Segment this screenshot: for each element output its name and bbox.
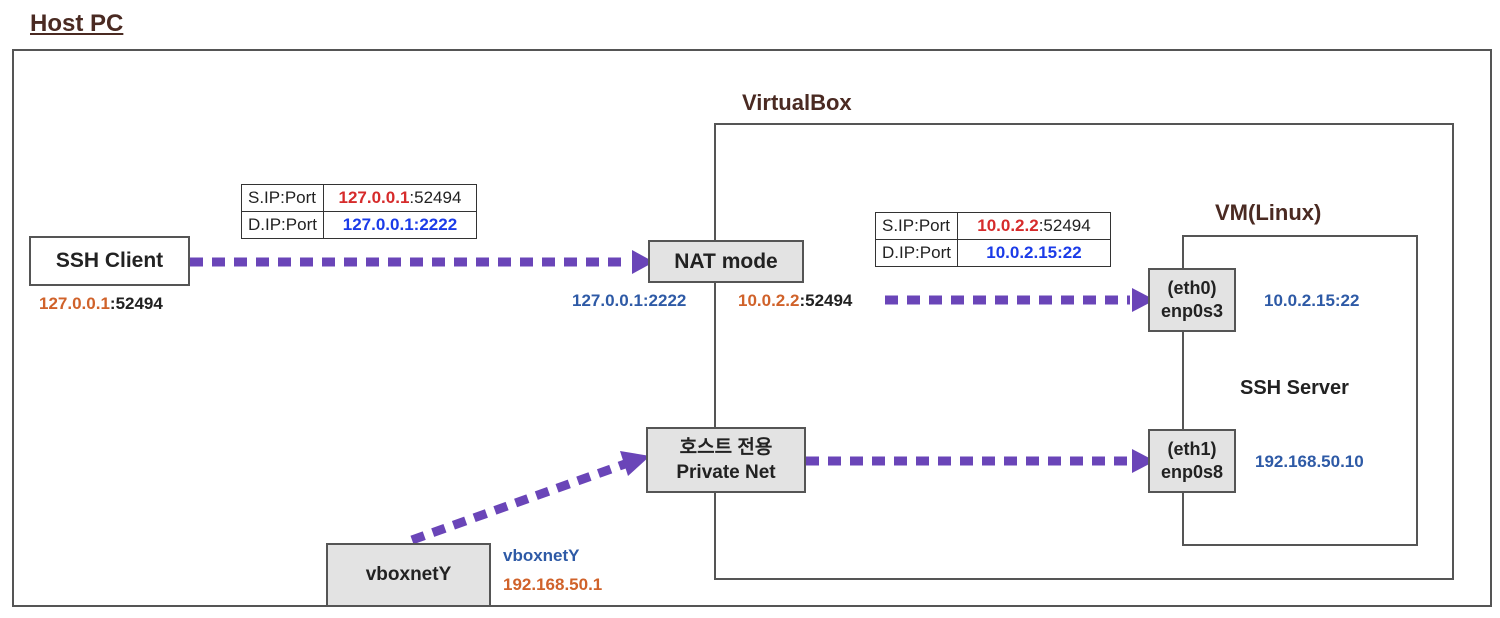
eth0-box: (eth0) enp0s3 xyxy=(1148,268,1236,332)
nat-right-ip: 10.0.2.2 xyxy=(738,291,800,310)
eth0-label: (eth0) xyxy=(1167,278,1217,298)
source-port: :52494 xyxy=(409,188,462,207)
nat-right-address: 10.0.2.2:52494 xyxy=(738,291,852,311)
eth0-address: 10.0.2.15:22 xyxy=(1264,291,1360,310)
client-packet-table: S.IP:Port 127.0.0.1:52494 D.IP:Port 127.… xyxy=(241,184,477,239)
source-ip: 127.0.0.1 xyxy=(338,188,410,207)
private-net-box: 호스트 전용 Private Net xyxy=(646,427,806,493)
vm-frame xyxy=(1182,235,1418,546)
arrowhead-eth1 xyxy=(1132,449,1155,473)
source-port: :52494 xyxy=(1038,216,1091,235)
destination-value: 127.0.0.1:2222 xyxy=(322,211,477,239)
ssh-client-box: SSH Client xyxy=(29,236,190,286)
private-net-label: Private Net xyxy=(676,462,776,483)
destination-value: 10.0.2.15:22 xyxy=(956,239,1111,267)
table-row: D.IP:Port 10.0.2.15:22 xyxy=(875,239,1111,267)
table-value: 10.0.2.2:52494 xyxy=(956,212,1111,240)
ssh-client-label: SSH Client xyxy=(55,249,164,272)
table-key: D.IP:Port xyxy=(875,239,958,267)
vboxnet-box: vboxnetY xyxy=(326,543,491,607)
eth1-box: (eth1) enp0s8 xyxy=(1148,429,1236,493)
ssh-client-port: :52494 xyxy=(109,294,163,313)
nat-right-port: :52494 xyxy=(799,291,853,310)
private-net-korean-label: 호스트 전용 xyxy=(679,437,773,458)
source-ip: 10.0.2.2 xyxy=(977,216,1039,235)
vboxnet-ip: 192.168.50.1 xyxy=(503,575,603,594)
table-row: S.IP:Port 127.0.0.1:52494 xyxy=(241,184,477,212)
table-row: S.IP:Port 10.0.2.2:52494 xyxy=(875,212,1111,240)
nat-mode-label: NAT mode xyxy=(674,249,778,273)
enp0s3-label: enp0s3 xyxy=(1160,301,1224,321)
table-row: D.IP:Port 127.0.0.1:2222 xyxy=(241,211,477,239)
nat-mode-box: NAT mode xyxy=(648,240,804,283)
nat-left-address: 127.0.0.1:2222 xyxy=(572,291,687,310)
eth1-label: (eth1) xyxy=(1167,439,1217,459)
host-pc-frame xyxy=(12,49,1492,607)
table-key: S.IP:Port xyxy=(241,184,324,212)
ssh-client-address: 127.0.0.1:52494 xyxy=(39,294,163,314)
nat-packet-table: S.IP:Port 10.0.2.2:52494 D.IP:Port 10.0.… xyxy=(875,212,1111,267)
virtualbox-label: VirtualBox xyxy=(742,90,852,115)
vboxnet-box-label: vboxnetY xyxy=(365,564,452,585)
virtualbox-frame xyxy=(714,123,1454,580)
host-pc-title: Host PC xyxy=(30,10,124,37)
eth1-address: 192.168.50.10 xyxy=(1255,452,1364,471)
arrowhead-eth0 xyxy=(1132,288,1155,312)
ssh-client-ip: 127.0.0.1 xyxy=(39,294,110,313)
arrowhead-nat xyxy=(632,250,654,274)
table-key: S.IP:Port xyxy=(875,212,958,240)
enp0s8-label: enp0s8 xyxy=(1160,462,1224,482)
table-value: 127.0.0.1:52494 xyxy=(322,184,477,212)
ssh-server-label: SSH Server xyxy=(1240,377,1349,399)
vboxnet-name: vboxnetY xyxy=(503,546,580,565)
arrow-vboxnet-to-private xyxy=(410,459,627,545)
vm-label: VM(Linux) xyxy=(1215,200,1322,225)
arrowhead-private xyxy=(620,451,650,476)
table-key: D.IP:Port xyxy=(241,211,324,239)
